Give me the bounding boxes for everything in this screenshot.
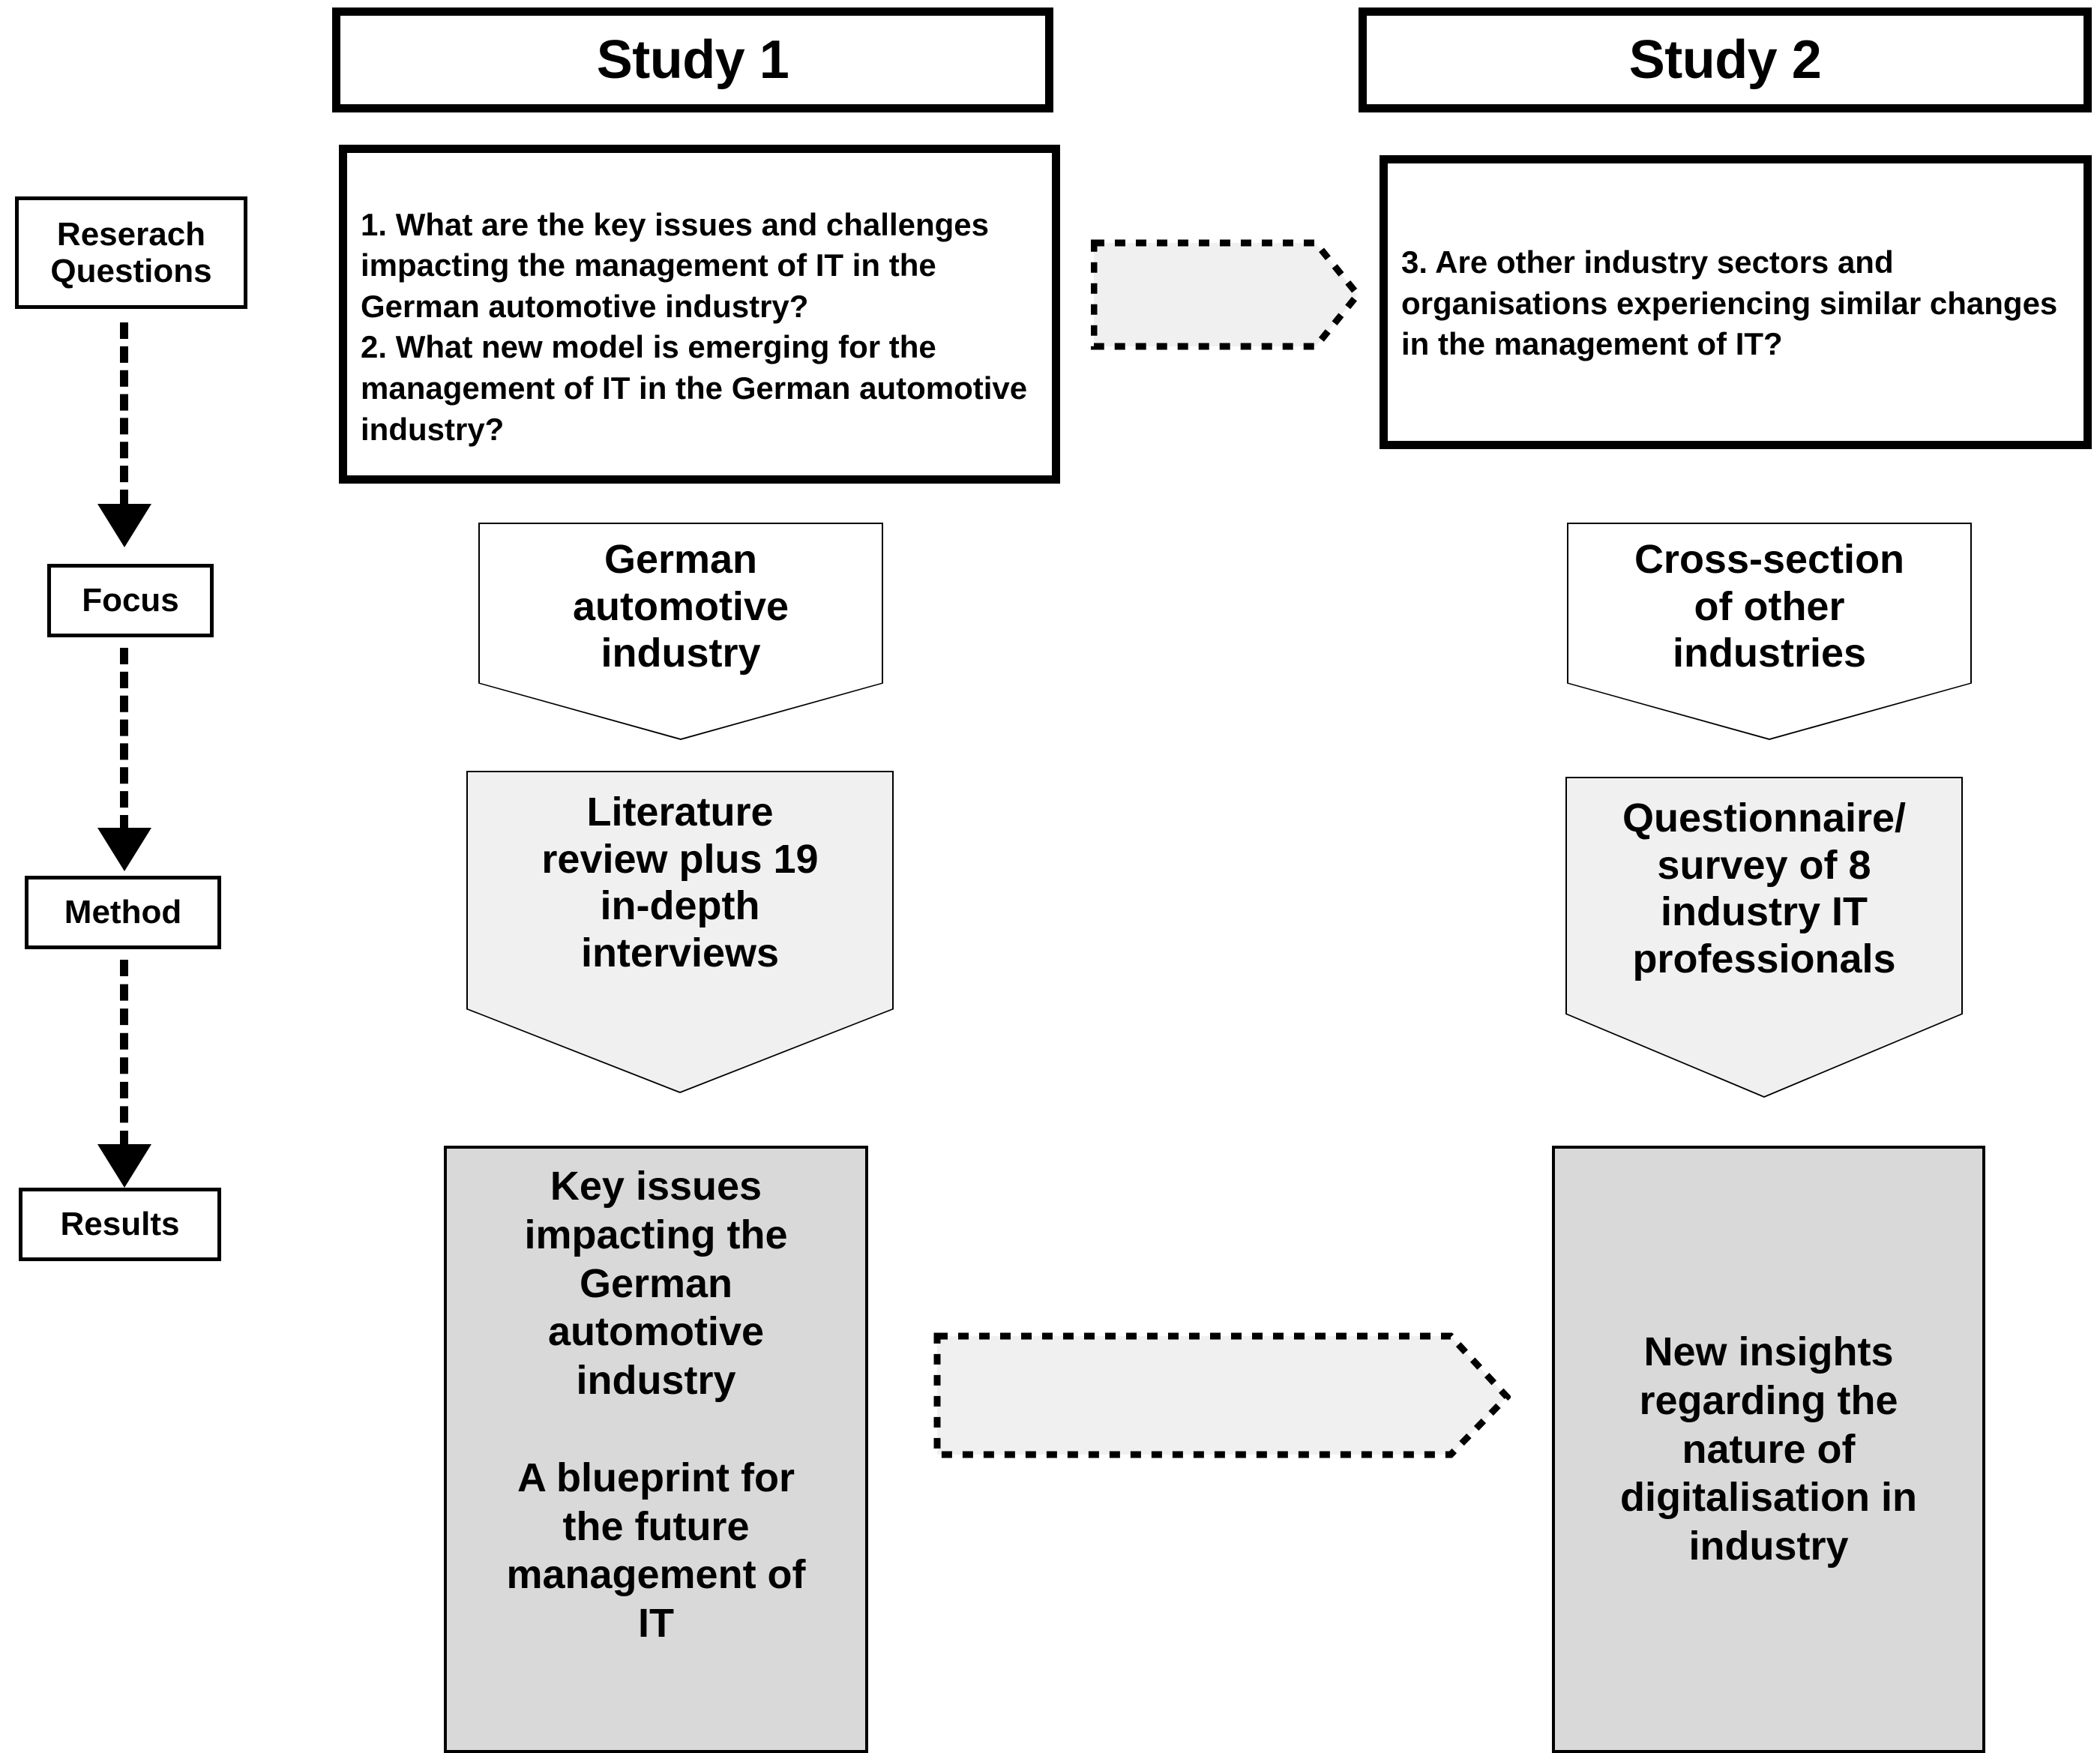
- bottom-cross-study-arrow: [933, 1331, 1511, 1460]
- stage-box-method: Method: [25, 876, 221, 949]
- study2-method-chevron: Questionnaire/ survey of 8 industry IT p…: [1565, 777, 1963, 1098]
- study1-results-text: Key issues impacting the German automoti…: [506, 1164, 806, 1647]
- study2-focus-chevron: Cross-section of other industries: [1567, 523, 1972, 740]
- stage-connector-3-line: [120, 960, 128, 1147]
- stage-box-research-questions: Reserach Questions: [15, 196, 247, 309]
- study2-results-box: New insights regarding the nature of dig…: [1552, 1146, 1985, 1753]
- stage-label-method: Method: [64, 894, 182, 931]
- study1-header-label: Study 1: [596, 30, 789, 90]
- study2-results-text: New insights regarding the nature of dig…: [1619, 1329, 1917, 1569]
- stage-connector-1-arrowhead: [97, 504, 151, 547]
- stage-box-focus: Focus: [47, 564, 214, 637]
- stage-box-results: Results: [19, 1188, 221, 1261]
- study2-header: Study 2: [1359, 7, 2092, 112]
- study1-focus-label: German automotive industry: [572, 537, 789, 676]
- stage-connector-2-line: [120, 648, 128, 832]
- stage-label-results: Results: [60, 1206, 180, 1243]
- top-cross-study-arrow: [1091, 238, 1361, 351]
- study1-research-questions-text: 1. What are the key issues and challenge…: [361, 206, 1028, 447]
- stage-connector-2-arrowhead: [97, 828, 151, 871]
- study1-focus-chevron: German automotive industry: [478, 523, 883, 740]
- study1-results-box: Key issues impacting the German automoti…: [444, 1146, 868, 1753]
- study1-method-label: Literature review plus 19 in-depth inter…: [541, 790, 819, 975]
- stage-label-focus: Focus: [82, 582, 179, 619]
- study1-method-chevron: Literature review plus 19 in-depth inter…: [466, 771, 894, 1093]
- stage-connector-1-line: [120, 322, 128, 506]
- study2-research-questions-text: 3. Are other industry sectors and organi…: [1401, 244, 2058, 362]
- stage-label-research-questions: Reserach Questions: [50, 215, 212, 289]
- stage-connector-3-arrowhead: [97, 1144, 151, 1188]
- study1-research-questions-box: 1. What are the key issues and challenge…: [339, 145, 1060, 484]
- study2-research-questions-box: 3. Are other industry sectors and organi…: [1380, 155, 2092, 449]
- study2-method-label: Questionnaire/ survey of 8 industry IT p…: [1622, 796, 1907, 981]
- study2-header-label: Study 2: [1628, 30, 1822, 90]
- study1-header: Study 1: [332, 7, 1053, 112]
- study2-focus-label: Cross-section of other industries: [1634, 537, 1905, 676]
